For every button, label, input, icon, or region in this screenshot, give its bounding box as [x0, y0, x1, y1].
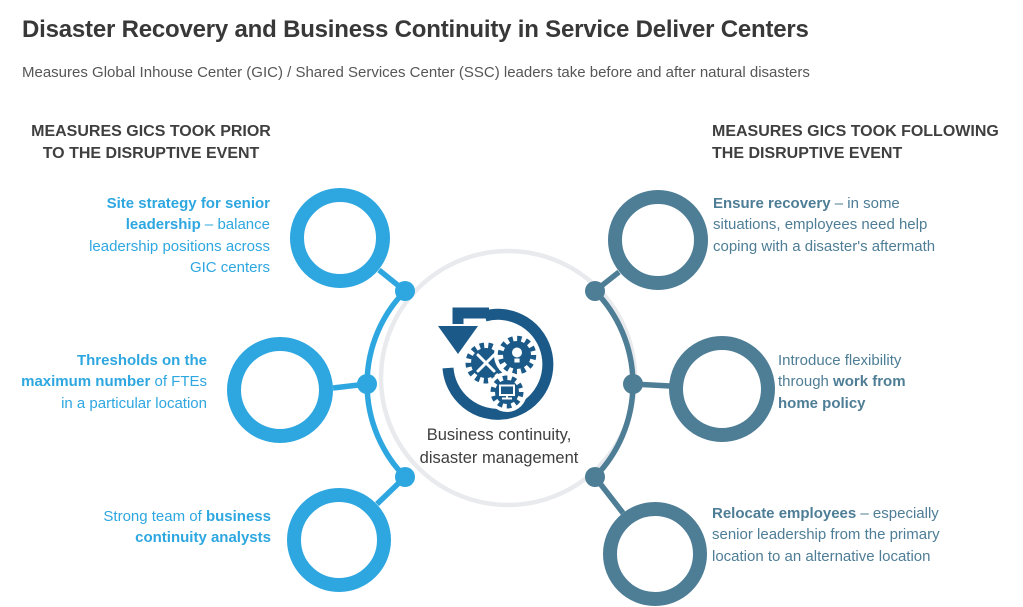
connector-dot-right-1 [585, 281, 605, 301]
connector-dot-left-3 [395, 467, 415, 487]
node-ring-left-3 [287, 488, 391, 592]
page-subtitle: Measures Global Inhouse Center (GIC) / S… [22, 64, 810, 81]
node-ring-right-1 [608, 190, 708, 290]
recovery-arrow-icon [438, 307, 554, 420]
right-heading-line-2: THE DISRUPTIVE EVENT [712, 145, 903, 162]
left-heading-line-1: MEASURES GICS TOOK PRIOR [31, 123, 271, 140]
right-column-heading: MEASURES GICS TOOK FOLLOWING THE DISRUPT… [712, 121, 999, 165]
gear-bulb-icon [494, 332, 540, 378]
center-label-line-2: disaster management [419, 449, 579, 467]
right-heading-line-1: MEASURES GICS TOOK FOLLOWING [712, 123, 999, 140]
connector-dot-left-1 [395, 281, 415, 301]
gear-monitor-icon [487, 372, 527, 412]
connector-dot-right-2 [623, 374, 643, 394]
center-label-line-1: Business continuity, [426, 426, 572, 444]
center-label: Business continuity, disaster management [349, 424, 649, 470]
left-column-heading: MEASURES GICS TOOK PRIOR TO THE DISRUPTI… [1, 121, 301, 165]
node-ring-right-2 [669, 336, 775, 442]
connector-dot-right-3 [585, 467, 605, 487]
connector-dot-left-2 [357, 374, 377, 394]
node-ring-left-2 [227, 337, 333, 443]
page-title: Disaster Recovery and Business Continuit… [22, 16, 809, 43]
left-heading-line-2: TO THE DISRUPTIVE EVENT [42, 145, 260, 162]
node-ring-left-1 [290, 188, 390, 288]
node-ring-right-3 [603, 502, 707, 606]
